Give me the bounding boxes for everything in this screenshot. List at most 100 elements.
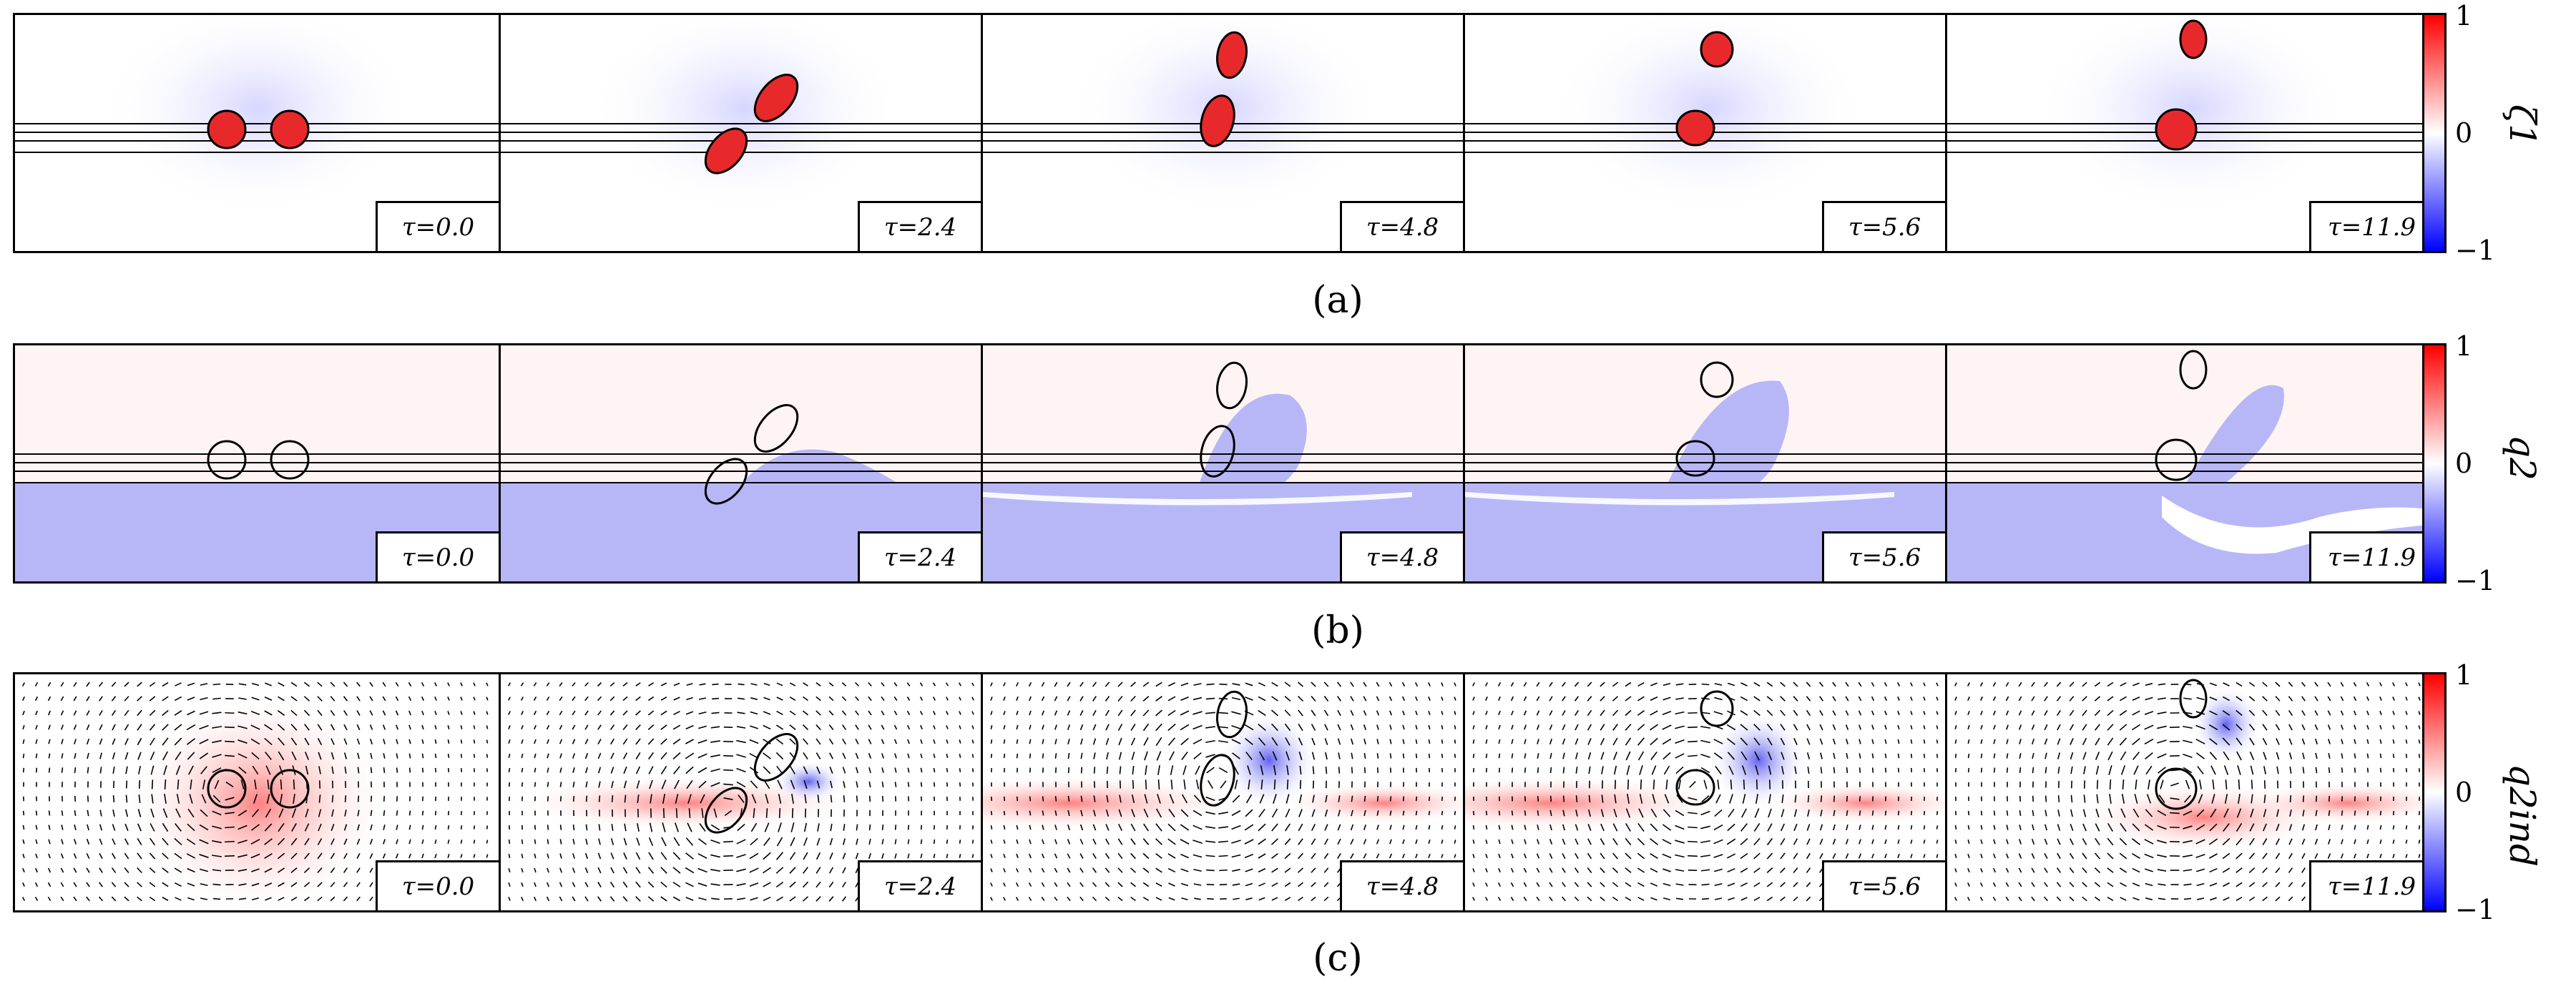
negative-halo: [101, 15, 416, 215]
vortex-contour: [1675, 440, 1715, 477]
colorbar-tick: −1: [2455, 235, 2496, 266]
time-label: τ=11.9: [2309, 860, 2432, 910]
panel-field-a-5: [1947, 15, 2432, 215]
low-pv-tongue: [1665, 380, 1789, 488]
panel-field-a-3: [983, 15, 1463, 215]
panel-c-5: τ=11.9: [1945, 672, 2434, 912]
colorbar-a: [2422, 13, 2447, 253]
vortex-patch: [753, 74, 799, 122]
vortex-contour: [2179, 350, 2208, 390]
panel-b-5: τ=11.9: [1945, 343, 2434, 584]
panel-field-a-1: [15, 15, 499, 215]
positive-anomaly: [983, 774, 1255, 832]
time-label: τ=4.8: [1340, 860, 1463, 910]
time-label: τ=4.8: [1340, 201, 1463, 251]
vortex-contour: [1200, 754, 1235, 807]
panel-field-c-4: [1465, 681, 1945, 902]
panel-b-1: τ=0.0: [13, 343, 501, 584]
panel-field-a-2: [501, 15, 981, 215]
panel-b-3: τ=4.8: [981, 343, 1465, 584]
time-label: τ=5.6: [1822, 860, 1945, 910]
stirred-region: [983, 492, 1412, 506]
stirred-region: [1465, 492, 1894, 506]
subfigure-caption: (b): [1311, 609, 1364, 652]
vortex-contour: [2155, 767, 2198, 810]
vortex-patch: [1675, 109, 1715, 147]
colorbar-tick: 0: [2455, 777, 2473, 808]
negative-anomaly: [1219, 710, 1319, 810]
vortex-patch: [2155, 108, 2198, 151]
time-label: τ=4.8: [1340, 531, 1463, 581]
negative-halo: [587, 15, 901, 215]
panel-field-c-1: [21, 681, 489, 910]
vortex-contour: [753, 733, 799, 782]
vortex-contour: [753, 404, 799, 453]
time-label: τ=0.0: [376, 531, 499, 581]
positive-anomaly: [122, 689, 394, 910]
colorbar-b: [2422, 343, 2447, 584]
vortex-contour: [1700, 361, 1734, 398]
panel-a-2: τ=2.4: [499, 13, 983, 253]
negative-anomaly: [1708, 710, 1808, 810]
panel-field-b-3: [983, 345, 1463, 581]
panel-a-1: τ=0.0: [13, 13, 501, 253]
vortex-contour: [1216, 690, 1248, 739]
subfigure-caption: (c): [1313, 937, 1363, 980]
time-label: τ=5.6: [1822, 201, 1945, 251]
panel-a-4: τ=5.6: [1463, 13, 1947, 253]
low-pv-tongue: [737, 449, 901, 488]
upper-region: [1947, 345, 2432, 483]
panel-c-4: τ=5.6: [1463, 672, 1947, 912]
upper-region: [15, 345, 499, 483]
panel-field-c-3: [983, 681, 1463, 902]
colorbar-tick: −1: [2455, 894, 2496, 925]
colorbar-tick: 1: [2455, 0, 2473, 31]
colorbar-label: q2ind: [2502, 764, 2543, 867]
low-pv-tongue: [1198, 393, 1307, 488]
panel-b-2: τ=2.4: [499, 343, 983, 584]
vortex-contour: [1216, 361, 1248, 410]
panel-c-1: τ=0.0: [13, 672, 501, 912]
vortex-contour: [270, 440, 310, 480]
panel-c-3: τ=4.8: [981, 672, 1465, 912]
negative-anomaly: [2190, 685, 2262, 764]
colorbar-tick: 0: [2455, 448, 2473, 479]
colorbar-tick: 0: [2455, 117, 2473, 149]
time-label: τ=2.4: [858, 201, 981, 251]
panel-field-a-4: [1465, 15, 1945, 215]
panel-field-b-5: [1947, 345, 2432, 581]
vortex-patch: [2179, 19, 2208, 59]
panel-c-2: τ=2.4: [499, 672, 983, 912]
panel-b-4: τ=5.6: [1463, 343, 1947, 584]
negative-anomaly: [773, 760, 844, 803]
colorbar-tick: −1: [2455, 565, 2496, 596]
velocity-arrows: [990, 681, 1456, 902]
vortex-contour: [2155, 438, 2198, 481]
colorbar-label: ζ1: [2502, 104, 2543, 147]
vortex-contour: [1200, 425, 1235, 478]
time-label: τ=2.4: [858, 531, 981, 581]
vortex-contour: [1700, 690, 1734, 727]
velocity-arrows: [21, 681, 489, 902]
vortex-contour: [704, 458, 748, 505]
vortex-contour: [704, 787, 748, 834]
time-label: τ=0.0: [376, 201, 499, 251]
vortex-patch: [207, 109, 247, 149]
vortex-contour: [207, 769, 247, 809]
time-label: τ=2.4: [858, 860, 981, 910]
panel-a-3: τ=4.8: [981, 13, 1465, 253]
positive-anomaly: [2240, 782, 2432, 825]
vortex-patch: [1216, 31, 1248, 79]
vortex-patch: [1200, 94, 1235, 147]
colorbar-label: q2: [2502, 435, 2543, 481]
colorbar-tick: 1: [2455, 330, 2473, 362]
subfigure-caption: (a): [1312, 279, 1363, 322]
vortex-patch: [704, 127, 748, 174]
time-label: τ=11.9: [2309, 531, 2432, 581]
positive-anomaly: [1465, 774, 1737, 832]
time-label: τ=11.9: [2309, 201, 2432, 251]
vortex-patch: [270, 109, 310, 149]
vortex-contour: [2179, 679, 2208, 719]
panel-field-b-1: [15, 345, 499, 581]
panel-a-5: τ=11.9: [1945, 13, 2434, 253]
